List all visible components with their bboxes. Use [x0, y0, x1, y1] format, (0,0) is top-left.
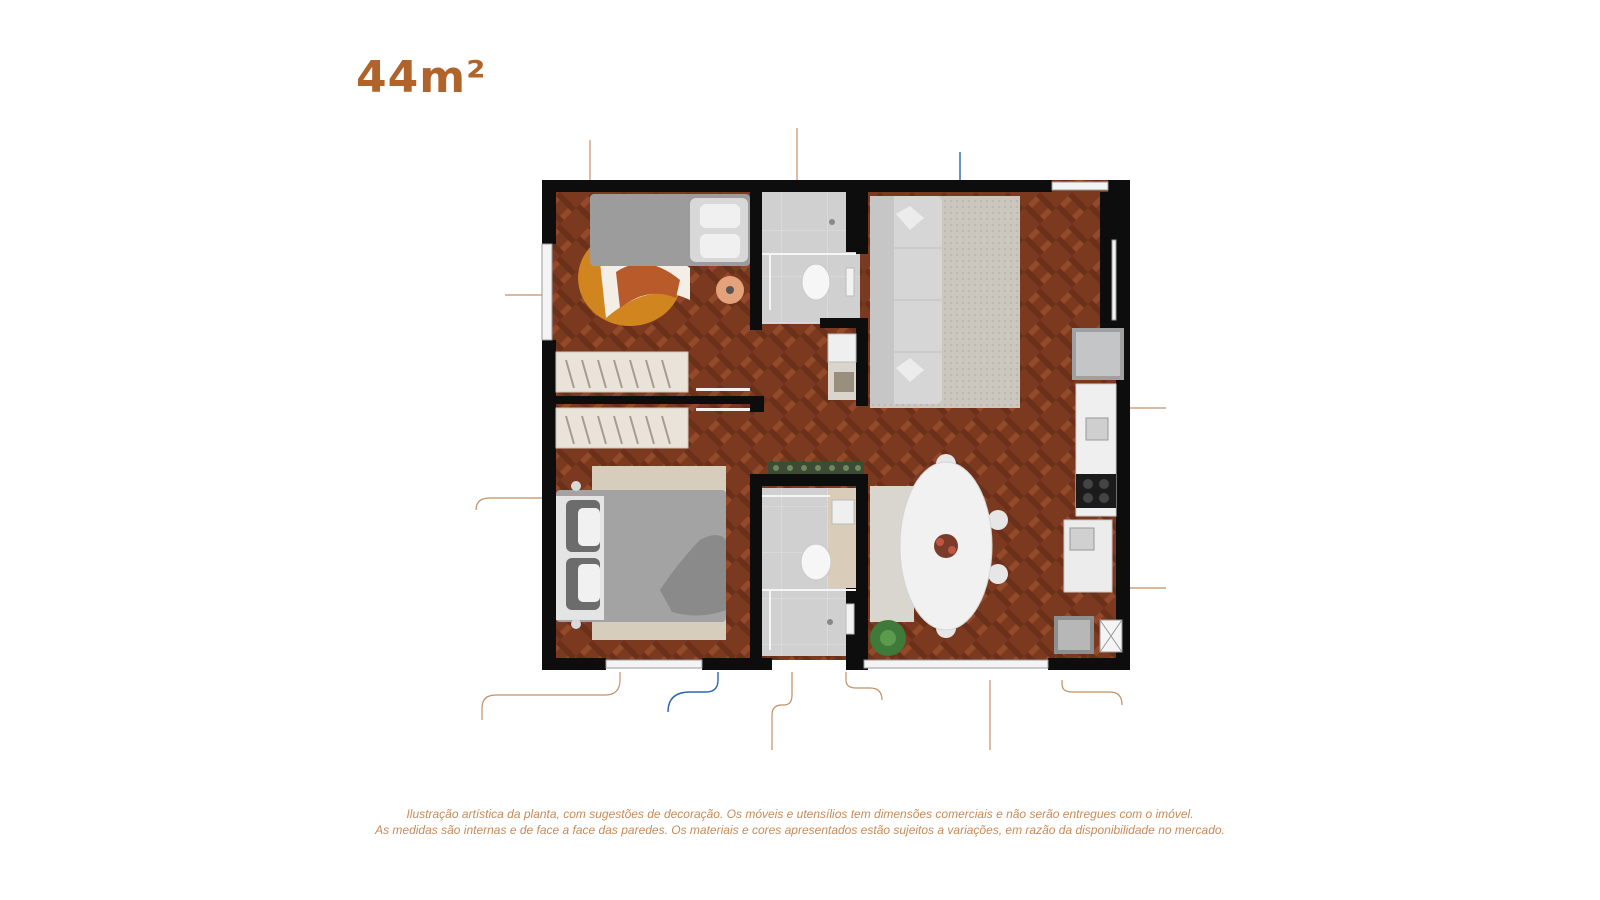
- windows: [541, 181, 1117, 669]
- toilet-bottom: [800, 543, 832, 581]
- kitchen: [1054, 328, 1124, 654]
- planter-leaves: [773, 465, 861, 471]
- area-title: 44m²: [356, 52, 487, 103]
- leader-lines: [475, 128, 1166, 750]
- living-area: [870, 196, 1020, 408]
- wardrobes: [555, 351, 750, 449]
- disclaimer-line-1: Ilustração artística da planta, com suge…: [406, 807, 1194, 821]
- bathroom-top-floor: [760, 192, 860, 324]
- sink: [1085, 417, 1109, 441]
- disclaimer-line-2: As medidas são internas e de face a face…: [375, 823, 1225, 837]
- bathroom-top: [762, 219, 857, 392]
- walls: [542, 180, 1130, 670]
- bedroom-bottom: [556, 466, 726, 640]
- toilet-top: [801, 263, 831, 301]
- bathroom-bottom: [762, 488, 856, 650]
- leader-lines-accent: [667, 152, 961, 713]
- disclaimer: Ilustração artística da planta, com suge…: [300, 806, 1300, 838]
- dining-area: [870, 454, 1008, 656]
- cooktop: [1076, 474, 1116, 508]
- bedroom-top: [578, 194, 750, 326]
